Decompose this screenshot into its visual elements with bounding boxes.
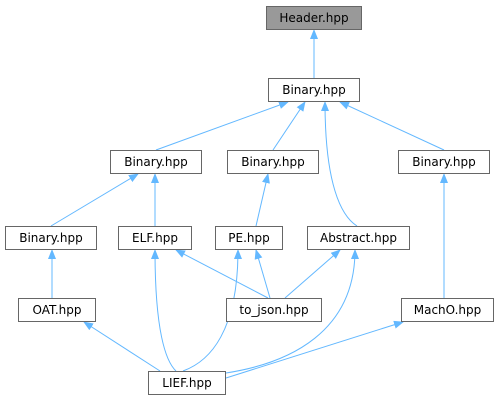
- node-elf-hpp[interactable]: ELF.hpp: [118, 226, 192, 250]
- edge-lief-to-macho: [225, 320, 404, 379]
- node-binary-hpp-right[interactable]: Binary.hpp: [398, 150, 490, 174]
- node-abstract-hpp[interactable]: Abstract.hpp: [307, 226, 410, 250]
- edge-lief-to-abstract: [225, 249, 359, 374]
- edge-abstract-to-binary-top: [321, 101, 358, 227]
- node-lief-hpp[interactable]: LIEF.hpp: [148, 371, 226, 395]
- node-pe-hpp[interactable]: PE.hpp: [215, 226, 283, 250]
- edge-lief-to-oat: [83, 321, 161, 372]
- edge-lief-to-pe: [182, 249, 242, 372]
- edge-binary-m2-to-binary-top: [272, 101, 306, 151]
- node-binary-hpp-middle[interactable]: Binary.hpp: [227, 150, 319, 174]
- node-header-hpp[interactable]: Header.hpp: [266, 6, 362, 30]
- edge-to-json-to-elf: [175, 249, 269, 299]
- node-binary-hpp-left[interactable]: Binary.hpp: [110, 150, 202, 174]
- edge-lief-to-elf: [151, 249, 177, 372]
- node-macho-hpp[interactable]: MachO.hpp: [401, 298, 494, 322]
- node-oat-hpp[interactable]: OAT.hpp: [18, 298, 96, 322]
- edge-binary-r2-to-binary-top: [339, 101, 445, 151]
- node-binary-hpp-oat-parent[interactable]: Binary.hpp: [5, 226, 97, 250]
- node-binary-hpp-top[interactable]: Binary.hpp: [268, 78, 360, 102]
- edge-to-json-to-pe: [254, 249, 271, 299]
- node-to-json-hpp[interactable]: to_json.hpp: [226, 298, 322, 322]
- edge-pe-to-binary-m2: [255, 173, 270, 227]
- edge-binary-l3-to-binary-l2: [50, 173, 139, 227]
- edge-binary-l2-to-binary-top: [155, 101, 289, 151]
- edge-to-json-to-abstract: [284, 249, 341, 299]
